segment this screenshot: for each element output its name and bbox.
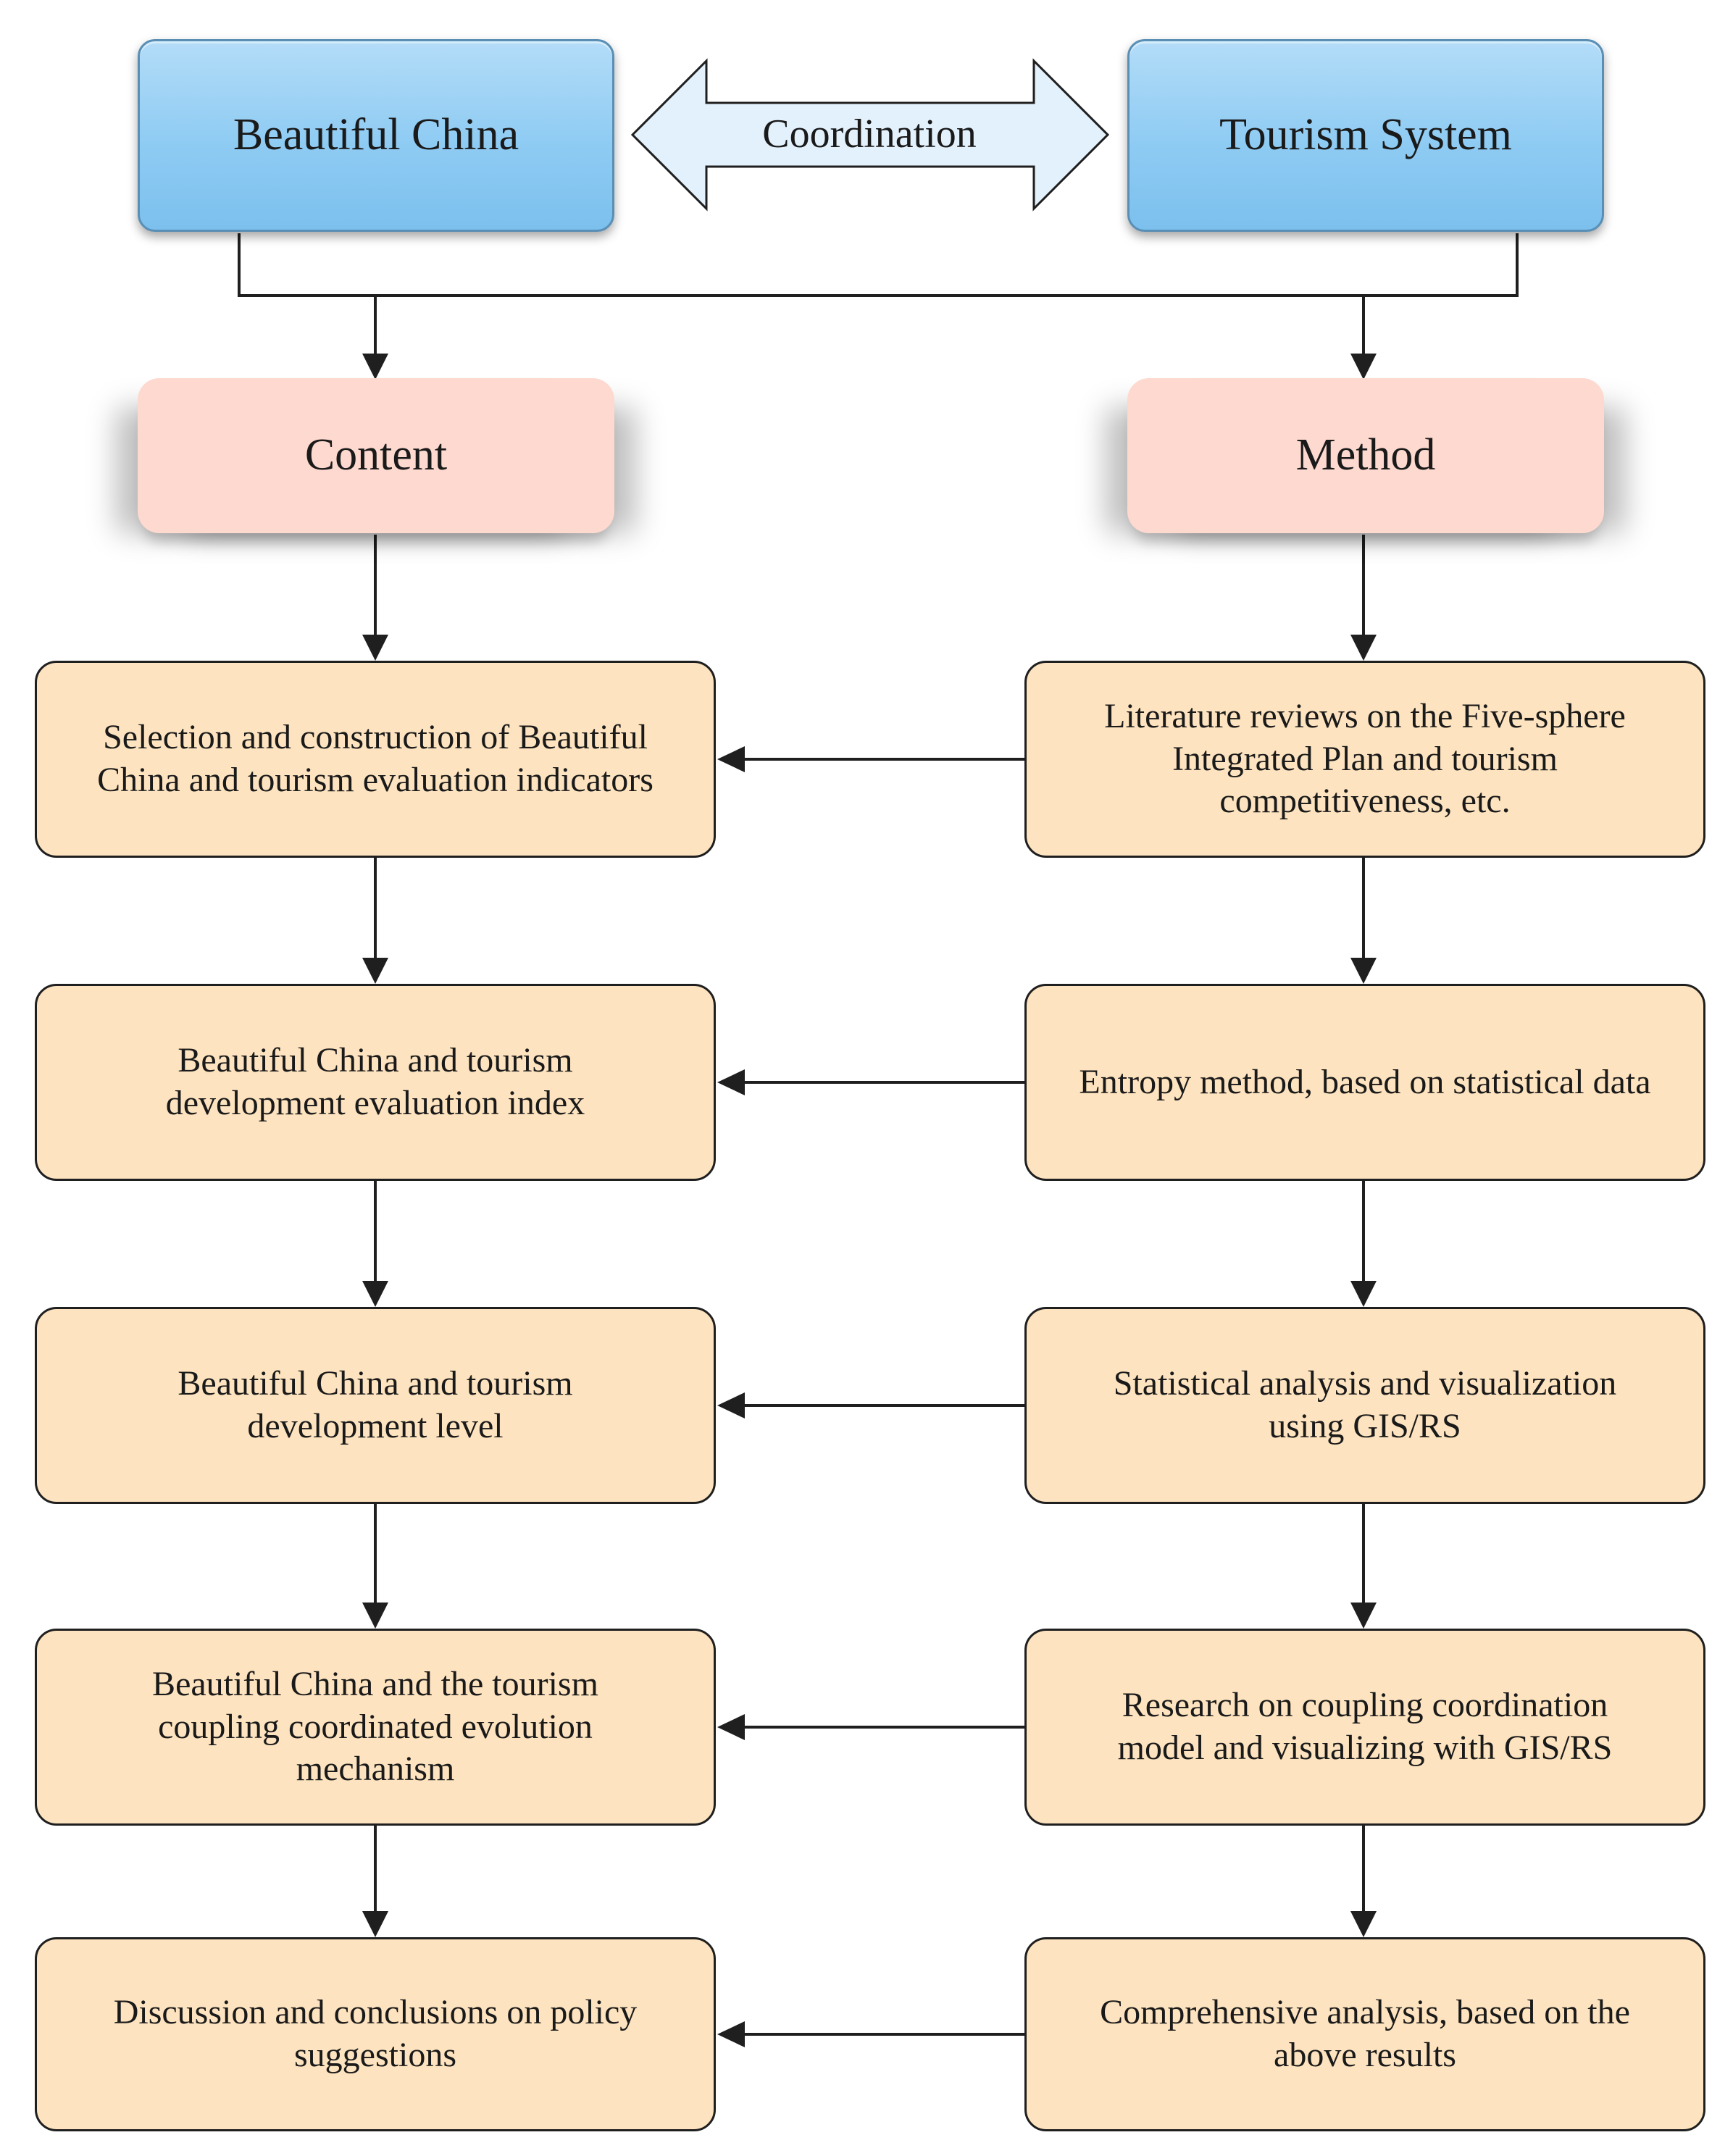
content-step-2: Beautiful China and tourism development … [35, 984, 716, 1181]
method-step-5-text: Comprehensive analysis, based on the abo… [1100, 1993, 1630, 2074]
content-column-arrows [362, 535, 388, 1937]
content-step-3-text: Beautiful China and tourism development … [178, 1364, 573, 1445]
method-section-box: Method [1127, 378, 1604, 533]
content-step-4: Beautiful China and the tourism coupling… [35, 1629, 716, 1826]
content-step-1: Selection and construction of Beautiful … [35, 661, 716, 858]
content-step-3: Beautiful China and tourism development … [35, 1307, 716, 1504]
content-step-5: Discussion and conclusions on policy sug… [35, 1937, 716, 2131]
beautiful-china-box: Beautiful China [138, 39, 614, 232]
method-step-2-text: Entropy method, based on statistical dat… [1079, 1062, 1651, 1101]
bracket-to-content-arrow [362, 296, 388, 380]
tourism-system-box: Tourism System [1127, 39, 1604, 232]
content-step-1-text: Selection and construction of Beautiful … [97, 718, 653, 799]
method-step-4: Research on coupling coordination model … [1024, 1629, 1705, 1826]
method-column-arrows [1350, 535, 1377, 1937]
tourism-system-label: Tourism System [1219, 110, 1512, 160]
content-step-2-text: Beautiful China and tourism development … [165, 1041, 585, 1122]
method-section-label: Method [1295, 430, 1436, 480]
method-step-2: Entropy method, based on statistical dat… [1024, 984, 1705, 1181]
content-step-5-text: Discussion and conclusions on policy sug… [113, 1993, 638, 2074]
coordination-double-arrow [630, 58, 1110, 212]
method-to-content-arrows [717, 746, 1024, 2047]
coordination-label: Coordination [762, 112, 977, 156]
method-step-4-text: Research on coupling coordination model … [1117, 1686, 1613, 1767]
content-section-box: Content [138, 378, 614, 533]
content-step-4-text: Beautiful China and the tourism coupling… [152, 1665, 598, 1789]
content-section-label: Content [304, 430, 448, 480]
method-step-1-text: Literature reviews on the Five-sphere In… [1104, 697, 1626, 821]
top-bracket-line [238, 233, 1519, 297]
method-step-3: Statistical analysis and visualization u… [1024, 1307, 1705, 1504]
method-step-5: Comprehensive analysis, based on the abo… [1024, 1937, 1705, 2131]
beautiful-china-label: Beautiful China [233, 110, 519, 160]
bracket-to-method-arrow [1350, 296, 1377, 380]
method-step-1: Literature reviews on the Five-sphere In… [1024, 661, 1705, 858]
method-step-3-text: Statistical analysis and visualization u… [1113, 1364, 1617, 1445]
